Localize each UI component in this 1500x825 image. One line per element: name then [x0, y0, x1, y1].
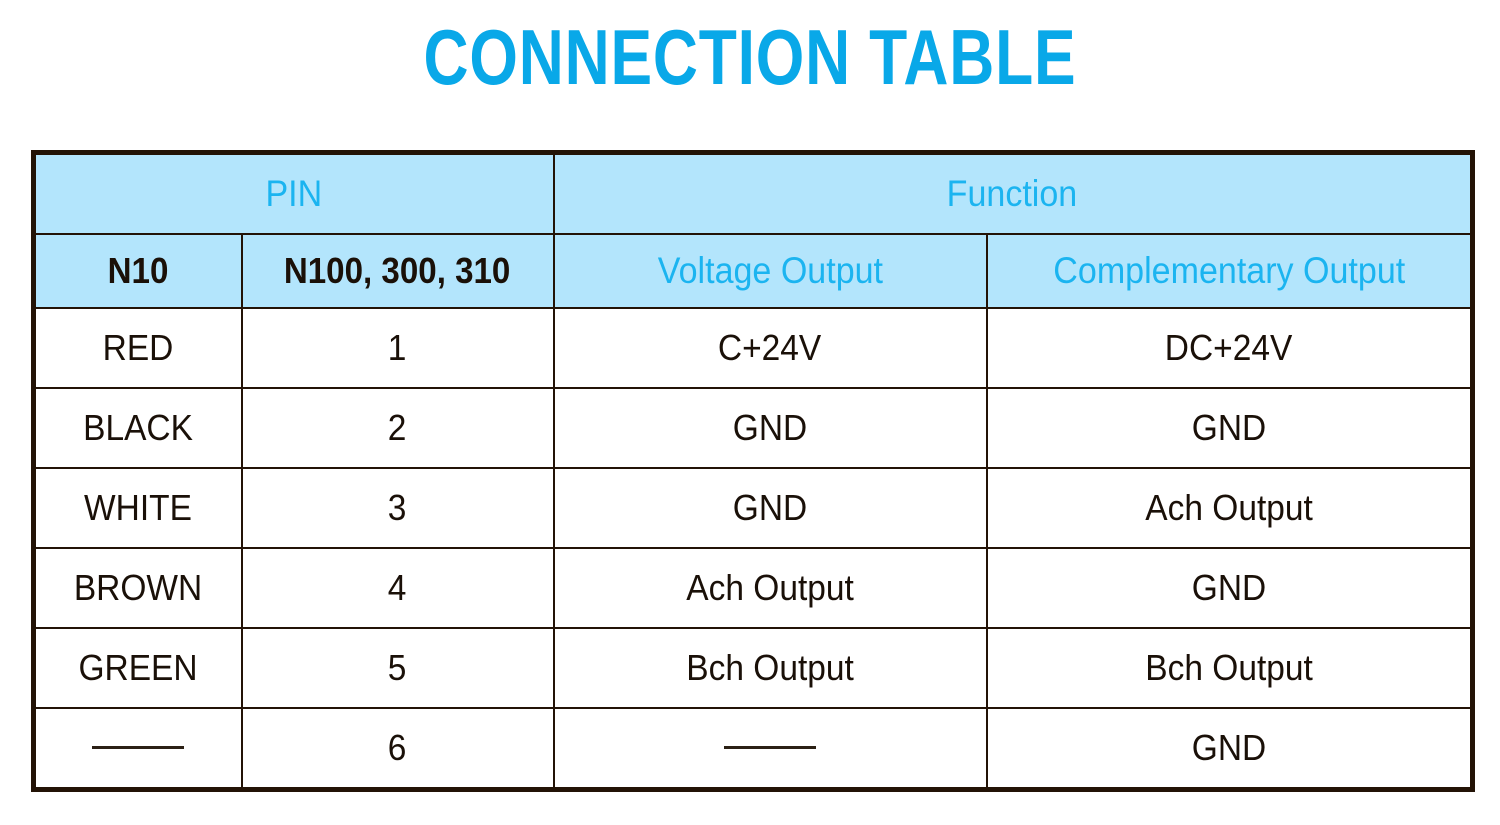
cell-pin: 2 [240, 387, 555, 469]
cell-pin: 1 [240, 307, 555, 389]
connection-table: PIN Function N10 N100, 300, 310 Voltage … [31, 150, 1476, 792]
cell-pin-text: 5 [388, 647, 407, 688]
table-row: GREEN 5 Bch Output Bch Output [32, 627, 1474, 709]
cell-voltage-output-text: Ach Output [686, 567, 854, 608]
cell-n10-text: BROWN [74, 567, 203, 608]
cell-pin-text: 6 [388, 727, 407, 768]
cell-n10: WHITE [32, 467, 243, 549]
column-header-n100-label: N100, 300, 310 [284, 250, 511, 291]
group-header-pin: PIN [32, 151, 555, 235]
cell-n10-text: GREEN [78, 647, 198, 688]
cell-n10-dash [92, 746, 185, 750]
cell-voltage-output-text: Bch Output [686, 647, 854, 688]
cell-n10: RED [32, 307, 243, 389]
cell-n10-text: BLACK [83, 407, 194, 448]
cell-complementary-output: Ach Output [985, 467, 1474, 549]
cell-pin: 5 [240, 627, 555, 709]
cell-pin-text: 1 [388, 327, 407, 368]
cell-voltage-output-text: GND [732, 407, 808, 448]
table-row: BLACK 2 GND GND [32, 387, 1474, 469]
cell-voltage-output-dash [724, 746, 816, 750]
cell-complementary-output-text: Ach Output [1145, 487, 1313, 528]
cell-complementary-output: DC+24V [985, 307, 1474, 389]
cell-complementary-output: GND [985, 707, 1474, 791]
cell-voltage-output [552, 707, 988, 791]
cell-pin: 4 [240, 547, 555, 629]
cell-pin: 6 [240, 707, 555, 791]
cell-complementary-output: GND [985, 387, 1474, 469]
table-row: BROWN 4 Ach Output GND [32, 547, 1474, 629]
group-header-function-label: Function [946, 173, 1078, 214]
column-header-n100: N100, 300, 310 [240, 233, 555, 309]
column-header-complementary-output: Complementary Output [985, 233, 1474, 309]
cell-pin-text: 3 [388, 487, 407, 528]
cell-n10: BLACK [32, 387, 243, 469]
cell-voltage-output: GND [552, 467, 988, 549]
cell-complementary-output-text: Bch Output [1145, 647, 1313, 688]
table-row: RED 1 C+24V DC+24V [32, 307, 1474, 389]
cell-complementary-output-text: GND [1191, 407, 1266, 448]
cell-pin-text: 2 [388, 407, 407, 448]
column-header-voltage-output: Voltage Output [552, 233, 988, 309]
group-header-pin-label: PIN [265, 173, 323, 214]
cell-pin: 3 [240, 467, 555, 549]
table-row: 6 GND [32, 707, 1474, 791]
cell-complementary-output-text: GND [1191, 727, 1266, 768]
group-header-function: Function [552, 151, 1474, 235]
cell-complementary-output-text: DC+24V [1165, 327, 1293, 368]
cell-complementary-output: GND [985, 547, 1474, 629]
cell-pin-text: 4 [388, 567, 407, 608]
column-header-n10: N10 [32, 233, 243, 309]
cell-voltage-output: Bch Output [552, 627, 988, 709]
table-row: WHITE 3 GND Ach Output [32, 467, 1474, 549]
cell-n10 [32, 707, 243, 791]
column-header-voltage-output-label: Voltage Output [657, 250, 883, 291]
cell-n10: BROWN [32, 547, 243, 629]
cell-voltage-output-text: C+24V [718, 327, 822, 368]
table-group-header-row: PIN Function [32, 151, 1474, 235]
cell-complementary-output-text: GND [1191, 567, 1266, 608]
column-header-complementary-output-label: Complementary Output [1052, 250, 1405, 291]
cell-voltage-output: GND [552, 387, 988, 469]
page-title: CONNECTION TABLE [423, 13, 1077, 101]
cell-voltage-output: Ach Output [552, 547, 988, 629]
cell-voltage-output-text: GND [732, 487, 808, 528]
column-header-n10-label: N10 [107, 250, 169, 291]
cell-complementary-output: Bch Output [985, 627, 1474, 709]
table-column-header-row: N10 N100, 300, 310 Voltage Output Comple… [32, 233, 1474, 309]
cell-n10: GREEN [32, 627, 243, 709]
cell-n10-text: RED [102, 327, 174, 368]
cell-n10-text: WHITE [84, 487, 193, 528]
cell-voltage-output: C+24V [552, 307, 988, 389]
